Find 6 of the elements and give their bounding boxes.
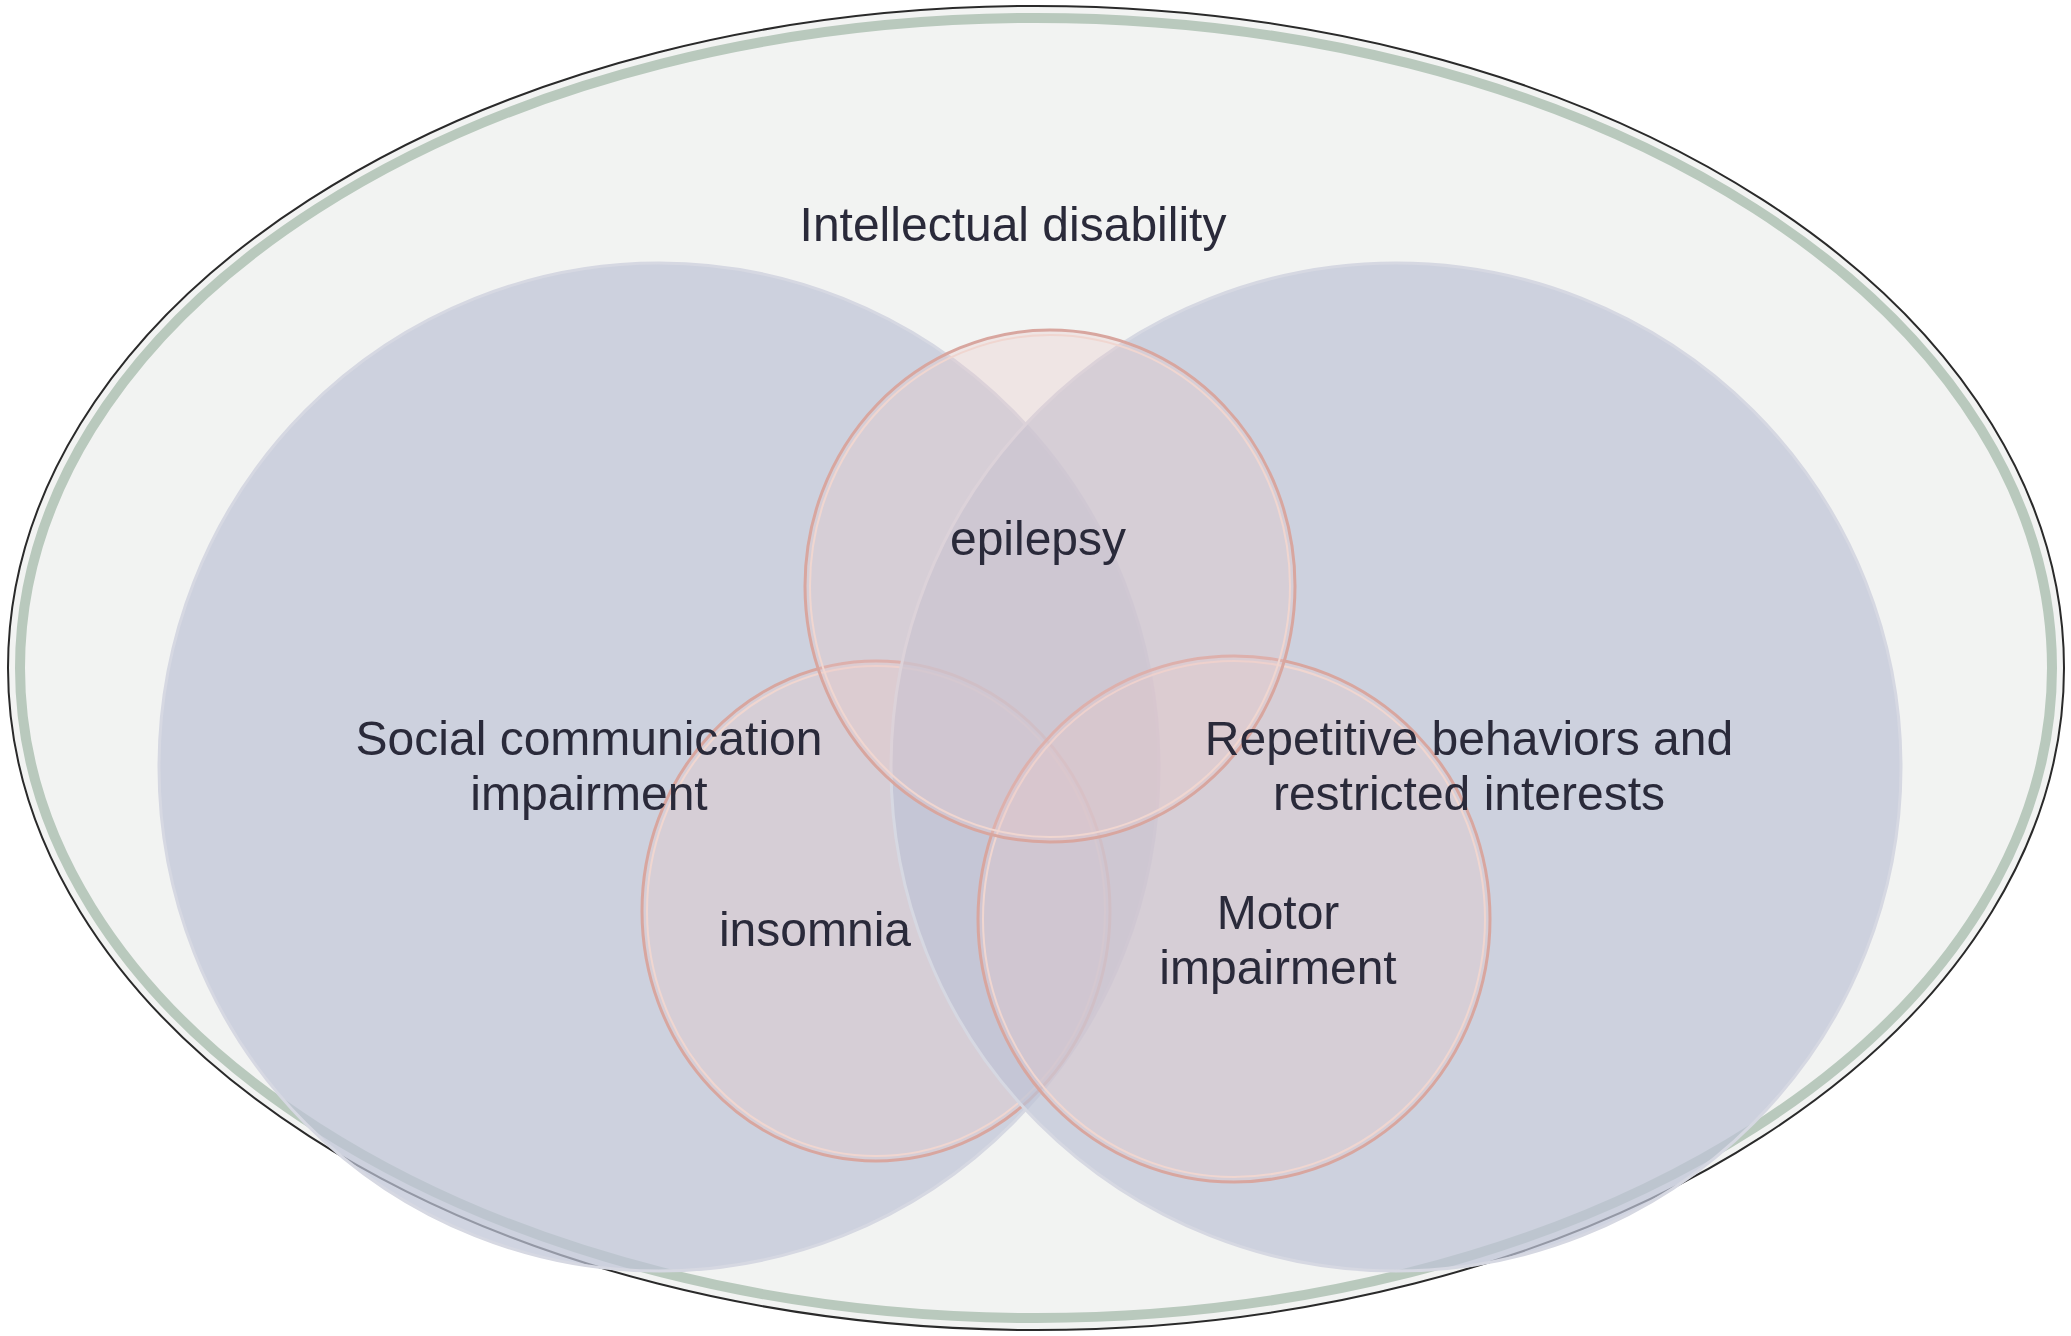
venn-label: Repetitive behaviors and restricted interests	[1203, 710, 1735, 822]
venn-label: Motor impairment	[1158, 884, 1398, 996]
venn-label: Intellectual disability	[798, 197, 1228, 253]
venn-label: Social communication impairment	[354, 710, 824, 822]
venn-label: insomnia	[717, 902, 913, 958]
venn-label: epilepsy	[948, 511, 1128, 567]
